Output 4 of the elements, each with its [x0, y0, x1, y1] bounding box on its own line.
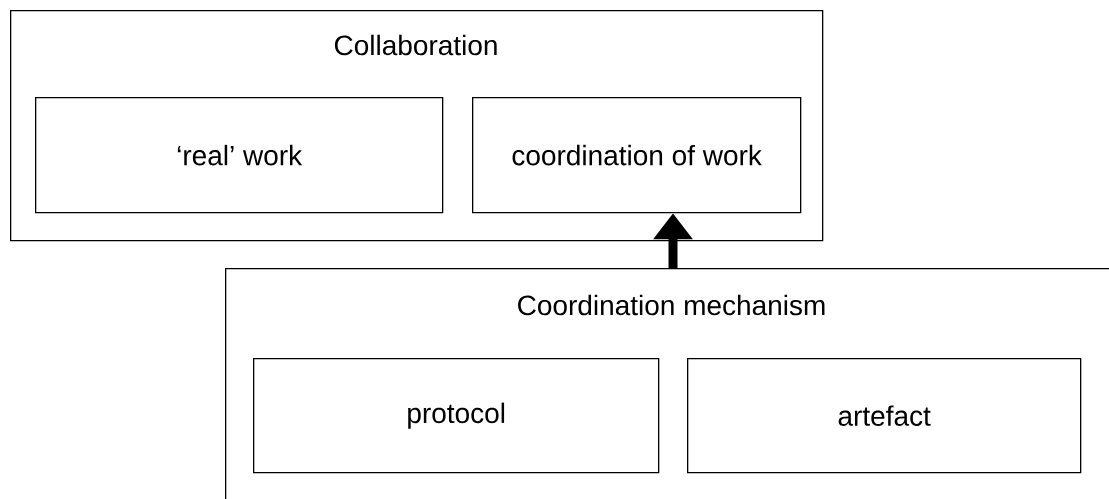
- box: artefact: [687, 358, 1082, 474]
- box: protocol: [253, 358, 660, 474]
- box: coordination of work: [472, 97, 802, 214]
- box: ‘real’ work: [35, 97, 444, 214]
